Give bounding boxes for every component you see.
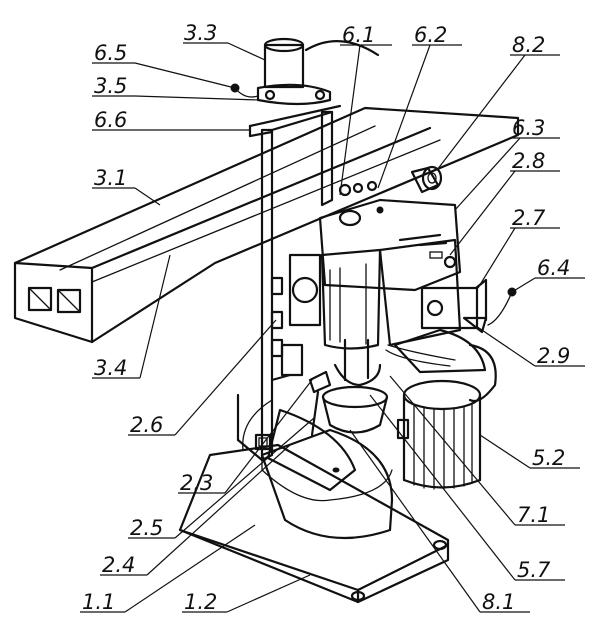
label-2-8: 2.8 <box>512 149 545 173</box>
label-2-5: 2.5 <box>130 516 163 540</box>
label-6-4: 6.4 <box>537 256 570 280</box>
label-3-1: 3.1 <box>94 166 127 190</box>
i-beam <box>13 106 520 344</box>
label-8-2: 8.2 <box>512 33 545 57</box>
label-2-6: 2.6 <box>130 413 163 437</box>
label-2-4: 2.4 <box>102 553 135 577</box>
label-6-2: 6.2 <box>414 23 447 47</box>
leader-lines <box>80 42 585 613</box>
label-6-6: 6.6 <box>94 108 127 132</box>
label-5-2: 5.2 <box>532 446 565 470</box>
label-2-3: 2.3 <box>180 471 213 495</box>
gear-head <box>270 180 462 377</box>
label-3-3: 3.3 <box>184 21 217 45</box>
crucible <box>321 338 389 434</box>
label-7-1: 7.1 <box>517 503 550 527</box>
label-6-5: 6.5 <box>94 41 127 65</box>
side-nozzle <box>410 165 443 194</box>
base-plate <box>178 408 450 604</box>
label-2-9: 2.9 <box>537 344 570 368</box>
lever <box>308 370 332 437</box>
part-labels: 6.5 3.3 3.5 6.6 3.1 6.1 6.2 8.2 6.3 2.8 … <box>82 21 570 614</box>
top-motor <box>230 37 380 106</box>
label-3-5: 3.5 <box>94 74 127 98</box>
label-3-4: 3.4 <box>94 356 127 380</box>
label-2-7: 2.7 <box>512 206 546 230</box>
cables <box>242 344 456 451</box>
label-5-7: 5.7 <box>517 558 551 582</box>
label-6-1: 6.1 <box>342 23 375 47</box>
side-bracket <box>393 278 517 403</box>
label-1-1: 1.1 <box>82 590 115 614</box>
label-1-2: 1.2 <box>184 590 217 614</box>
label-6-3: 6.3 <box>512 116 545 140</box>
label-8-1: 8.1 <box>482 590 515 614</box>
